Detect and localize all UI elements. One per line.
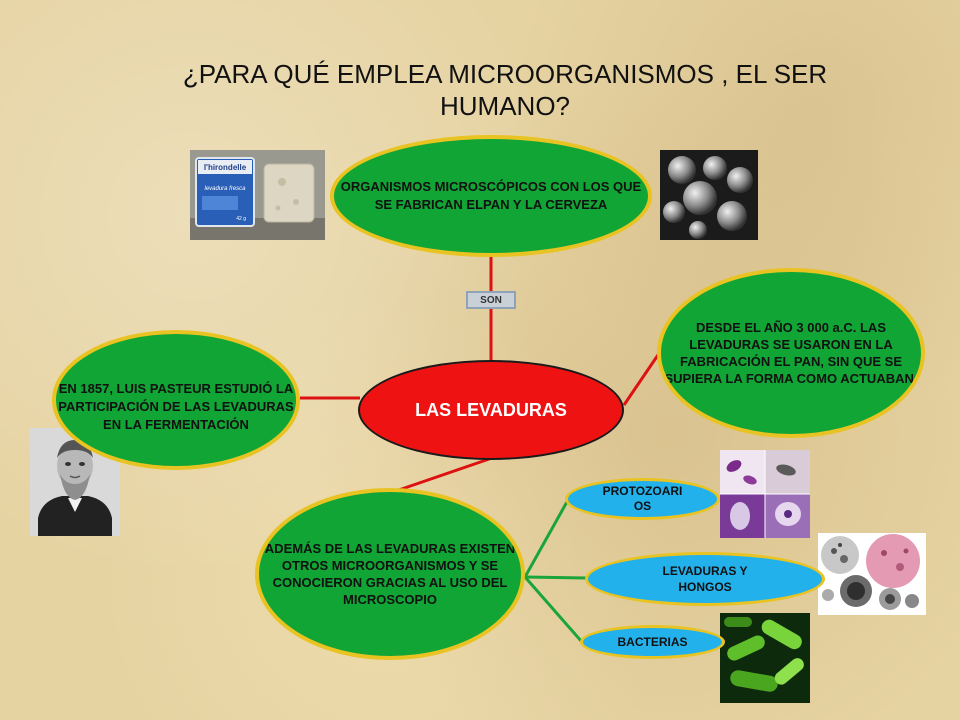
node-3000-bc: DESDE EL AÑO 3 000 a.C. LAS LEVADURAS SE… bbox=[657, 268, 925, 438]
package-brand-text: l'hirondelle bbox=[204, 163, 247, 172]
node-center-text: LAS LEVADURAS bbox=[415, 400, 567, 420]
node-bottom-text: ADEMÁS DE LAS LEVADURAS EXISTEN OTROS MI… bbox=[264, 541, 516, 607]
node-microscopic-organisms: ORGANISMOS MICROSCÓPICOS CON LOS QUE SE … bbox=[330, 135, 652, 257]
protozoa-micrographs bbox=[720, 450, 810, 538]
line-center-right bbox=[622, 351, 662, 406]
node-left-text: EN 1857, LUIS PASTEUR ESTUDIÓ LA PARTICI… bbox=[58, 381, 294, 432]
node-bacterias: BACTERIAS bbox=[580, 625, 725, 659]
node-levaduras-hongos-text: LEVADURAS Y HONGOS bbox=[662, 564, 748, 594]
yeast-package-photo: l'hirondelle levadura fresca 42 g bbox=[190, 150, 325, 240]
page-title: ¿PARA QUÉ EMPLEA MICROORGANISMOS , EL SE… bbox=[182, 59, 828, 121]
node-right-text: DESDE EL AÑO 3 000 a.C. LAS LEVADURAS SE… bbox=[664, 320, 918, 386]
node-pasteur-1857: EN 1857, LUIS PASTEUR ESTUDIÓ LA PARTICI… bbox=[52, 330, 300, 470]
connector-label-son: SON bbox=[466, 291, 516, 309]
node-bacterias-text: BACTERIAS bbox=[617, 635, 688, 649]
yeast-cells-micrograph bbox=[660, 150, 758, 240]
node-other-microorganisms: ADEMÁS DE LAS LEVADURAS EXISTEN OTROS MI… bbox=[255, 488, 525, 660]
line-center-bottom bbox=[392, 456, 493, 494]
fungi-micrographs bbox=[818, 533, 926, 615]
line-bottom-yeast-fungi bbox=[524, 575, 587, 580]
node-las-levaduras: LAS LEVADURAS bbox=[358, 360, 624, 460]
node-levaduras-hongos: LEVADURAS Y HONGOS bbox=[585, 552, 825, 606]
line-bottom-protozoa bbox=[523, 499, 570, 578]
package-weight-text: 42 g bbox=[236, 216, 246, 222]
line-bottom-bacteria bbox=[523, 576, 584, 643]
node-top-text: ORGANISMOS MICROSCÓPICOS CON LOS QUE SE … bbox=[340, 179, 642, 212]
bacteria-micrograph bbox=[720, 613, 810, 703]
package-product-text: levadura fresca bbox=[204, 186, 246, 192]
node-protozoarios-text: PROTOZOARIOS bbox=[602, 484, 683, 513]
node-protozoarios: PROTOZOARIOS bbox=[565, 478, 720, 520]
